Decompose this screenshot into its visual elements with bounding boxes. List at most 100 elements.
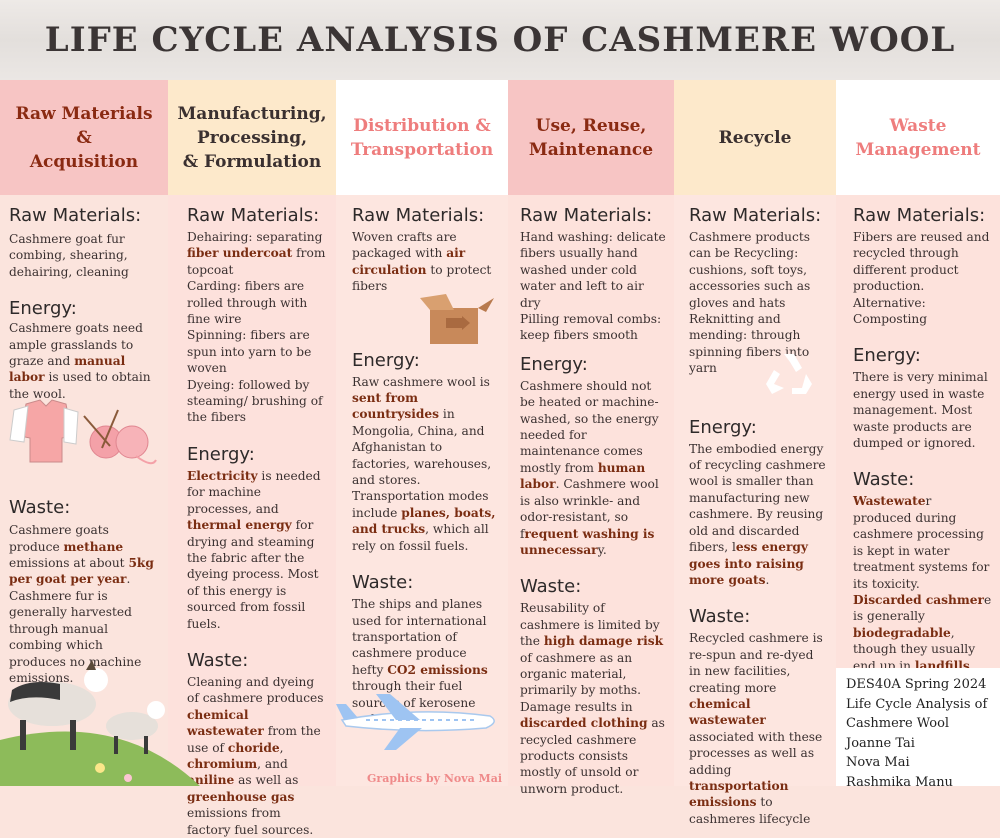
text: as well as	[234, 773, 299, 788]
colon: :	[64, 497, 71, 519]
footer-line: Rashmika Manu	[846, 774, 953, 790]
highlight: Discarded cashmer	[853, 592, 984, 607]
raw-text: Cashmere goat fur combing, shearing, deh…	[9, 232, 129, 279]
colon: :	[248, 443, 255, 465]
footer-line: Life Cycle Analysis of	[846, 696, 988, 712]
colon: :	[575, 576, 582, 598]
highlight: ess energy goes into raising more goats	[689, 540, 808, 587]
highlight: chemical wastewater	[689, 696, 766, 728]
text: emissions at about	[9, 556, 129, 571]
energy-text: Cashmere goats need ample grasslands to …	[9, 320, 160, 402]
text: Raw cashmere wool is	[352, 374, 490, 389]
graphics-credit: Graphics by Nova Mai	[367, 772, 503, 785]
header-line: Raw Materials &	[15, 103, 153, 148]
highlight: choride	[227, 740, 280, 755]
text: in Mongolia, China, and Afghanistan to f…	[352, 407, 492, 520]
raw-heading: Raw Materials	[520, 205, 647, 226]
footer-line: Cashmere Wool	[846, 716, 950, 731]
raw-text: Woven crafts are packaged with air circu…	[352, 229, 500, 295]
text: from the use of	[187, 724, 321, 755]
colon: :	[908, 469, 915, 491]
highlight: Electricity	[187, 468, 258, 483]
header-line: Transportation	[350, 139, 494, 160]
colon: :	[750, 416, 757, 438]
waste-text: Recycled cashmere is re-spun and re-dyed…	[689, 630, 828, 827]
colon: :	[744, 606, 751, 628]
waste-text: Wastewater produced during cashmere proc…	[853, 493, 992, 690]
text: Reusability of cashmere is limited by th…	[520, 601, 660, 649]
text: Cashmere should not be heated or machine…	[520, 378, 659, 475]
footer-panel	[836, 668, 1000, 786]
colon: :	[70, 298, 77, 320]
highlight: discarded clothing	[520, 716, 648, 731]
column-recycle: Raw Materials: Cashmere products can be …	[674, 195, 836, 826]
energy-heading: Energy	[187, 443, 249, 465]
highlight: methane	[63, 539, 124, 554]
raw-text: Spinning: fibers are spun into yarn to b…	[187, 328, 312, 376]
raw-heading: Raw Materials	[9, 205, 136, 226]
header-line: Processing,	[196, 127, 307, 148]
colon: :	[646, 205, 653, 226]
header-line: Maintenance	[528, 139, 654, 160]
colon: :	[242, 649, 249, 671]
highlight: sent from countrysides	[352, 391, 440, 422]
energy-heading: Energy	[352, 349, 414, 371]
title-banner: LIFE CYCLE ANALYSIS OF CASHMERE WOOL	[0, 0, 1000, 80]
raw-text: Pilling removal combs: keep fibers smoot…	[520, 312, 662, 343]
box-icon	[420, 294, 494, 344]
text: Dehairing: separating	[187, 230, 323, 244]
header-line: Management	[855, 139, 981, 160]
raw-heading: Raw Materials	[187, 205, 314, 226]
highlight: high damage risk	[543, 634, 664, 649]
highlight: CO2 emissions	[387, 662, 488, 677]
text: for drying and steaming the fabric after…	[187, 518, 319, 631]
header-distribution: Distribution & Transportation	[336, 80, 508, 195]
text: The ships and planes used for internatio…	[352, 597, 487, 677]
colon: :	[914, 345, 921, 367]
highlight: chemical wastewater	[187, 707, 264, 739]
highlight: biodegradable	[853, 625, 951, 640]
waste-text: Reusability of cashmere is limited by th…	[520, 600, 666, 797]
raw-text: Cashmere products can be Recycling: cush…	[689, 230, 811, 310]
highlight: air circulation	[352, 246, 466, 277]
header-line: Waste	[889, 115, 947, 136]
waste-heading: Waste	[689, 606, 745, 628]
colon: :	[413, 349, 420, 371]
text: emissions from factory fuel sources.	[187, 806, 314, 837]
waste-heading: Waste	[853, 469, 909, 491]
text: e is generally	[853, 592, 992, 624]
header-line: Acquisition	[29, 151, 139, 172]
colon: :	[979, 205, 986, 226]
page-title: LIFE CYCLE ANALYSIS OF CASHMERE WOOL	[44, 20, 956, 60]
energy-heading: Energy	[520, 353, 582, 375]
text: ,	[279, 740, 284, 755]
header-line: Manufacturing,	[177, 103, 327, 124]
column-distribution: Raw Materials: Woven crafts are packaged…	[336, 195, 508, 786]
highlight: fiber undercoat	[187, 246, 293, 261]
text: Cashmere goats need ample grasslands to …	[9, 321, 143, 369]
colon: :	[407, 572, 414, 594]
energy-text: The embodied energy of recycling cashmer…	[689, 441, 828, 589]
energy-heading: Energy	[9, 298, 71, 320]
raw-text: Dehairing: separating fiber undercoat fr…	[187, 229, 328, 278]
colon: :	[478, 205, 485, 226]
text: r produced during cashmere processing is…	[853, 494, 990, 591]
waste-text: Cashmere goats produce methane emissions…	[9, 522, 160, 686]
colon: :	[815, 205, 822, 226]
text: Woven crafts are packaged with	[352, 230, 457, 261]
waste-heading: Waste	[9, 497, 65, 519]
section-heading: Raw Materials:	[9, 205, 160, 227]
highlight: 5kg per goat per year	[9, 556, 154, 587]
text: associated with these processes as well …	[689, 729, 823, 777]
footer-line: Nova Mai	[846, 755, 910, 770]
text: y.	[597, 542, 607, 557]
text: of cashmere as an organic material, prim…	[520, 650, 642, 714]
colon: :	[581, 353, 588, 375]
highlight: planes, boats, and trucks	[352, 505, 496, 537]
energy-text: There is very minimal energy used in was…	[853, 370, 988, 451]
energy-text: Cashmere should not be heated or machine…	[520, 378, 666, 558]
text: is used to obtain the wool.	[9, 370, 151, 401]
text: , which all rely on fossil fuels.	[352, 522, 489, 553]
energy-heading: Energy	[689, 416, 751, 438]
header-line: Distribution &	[353, 115, 491, 136]
